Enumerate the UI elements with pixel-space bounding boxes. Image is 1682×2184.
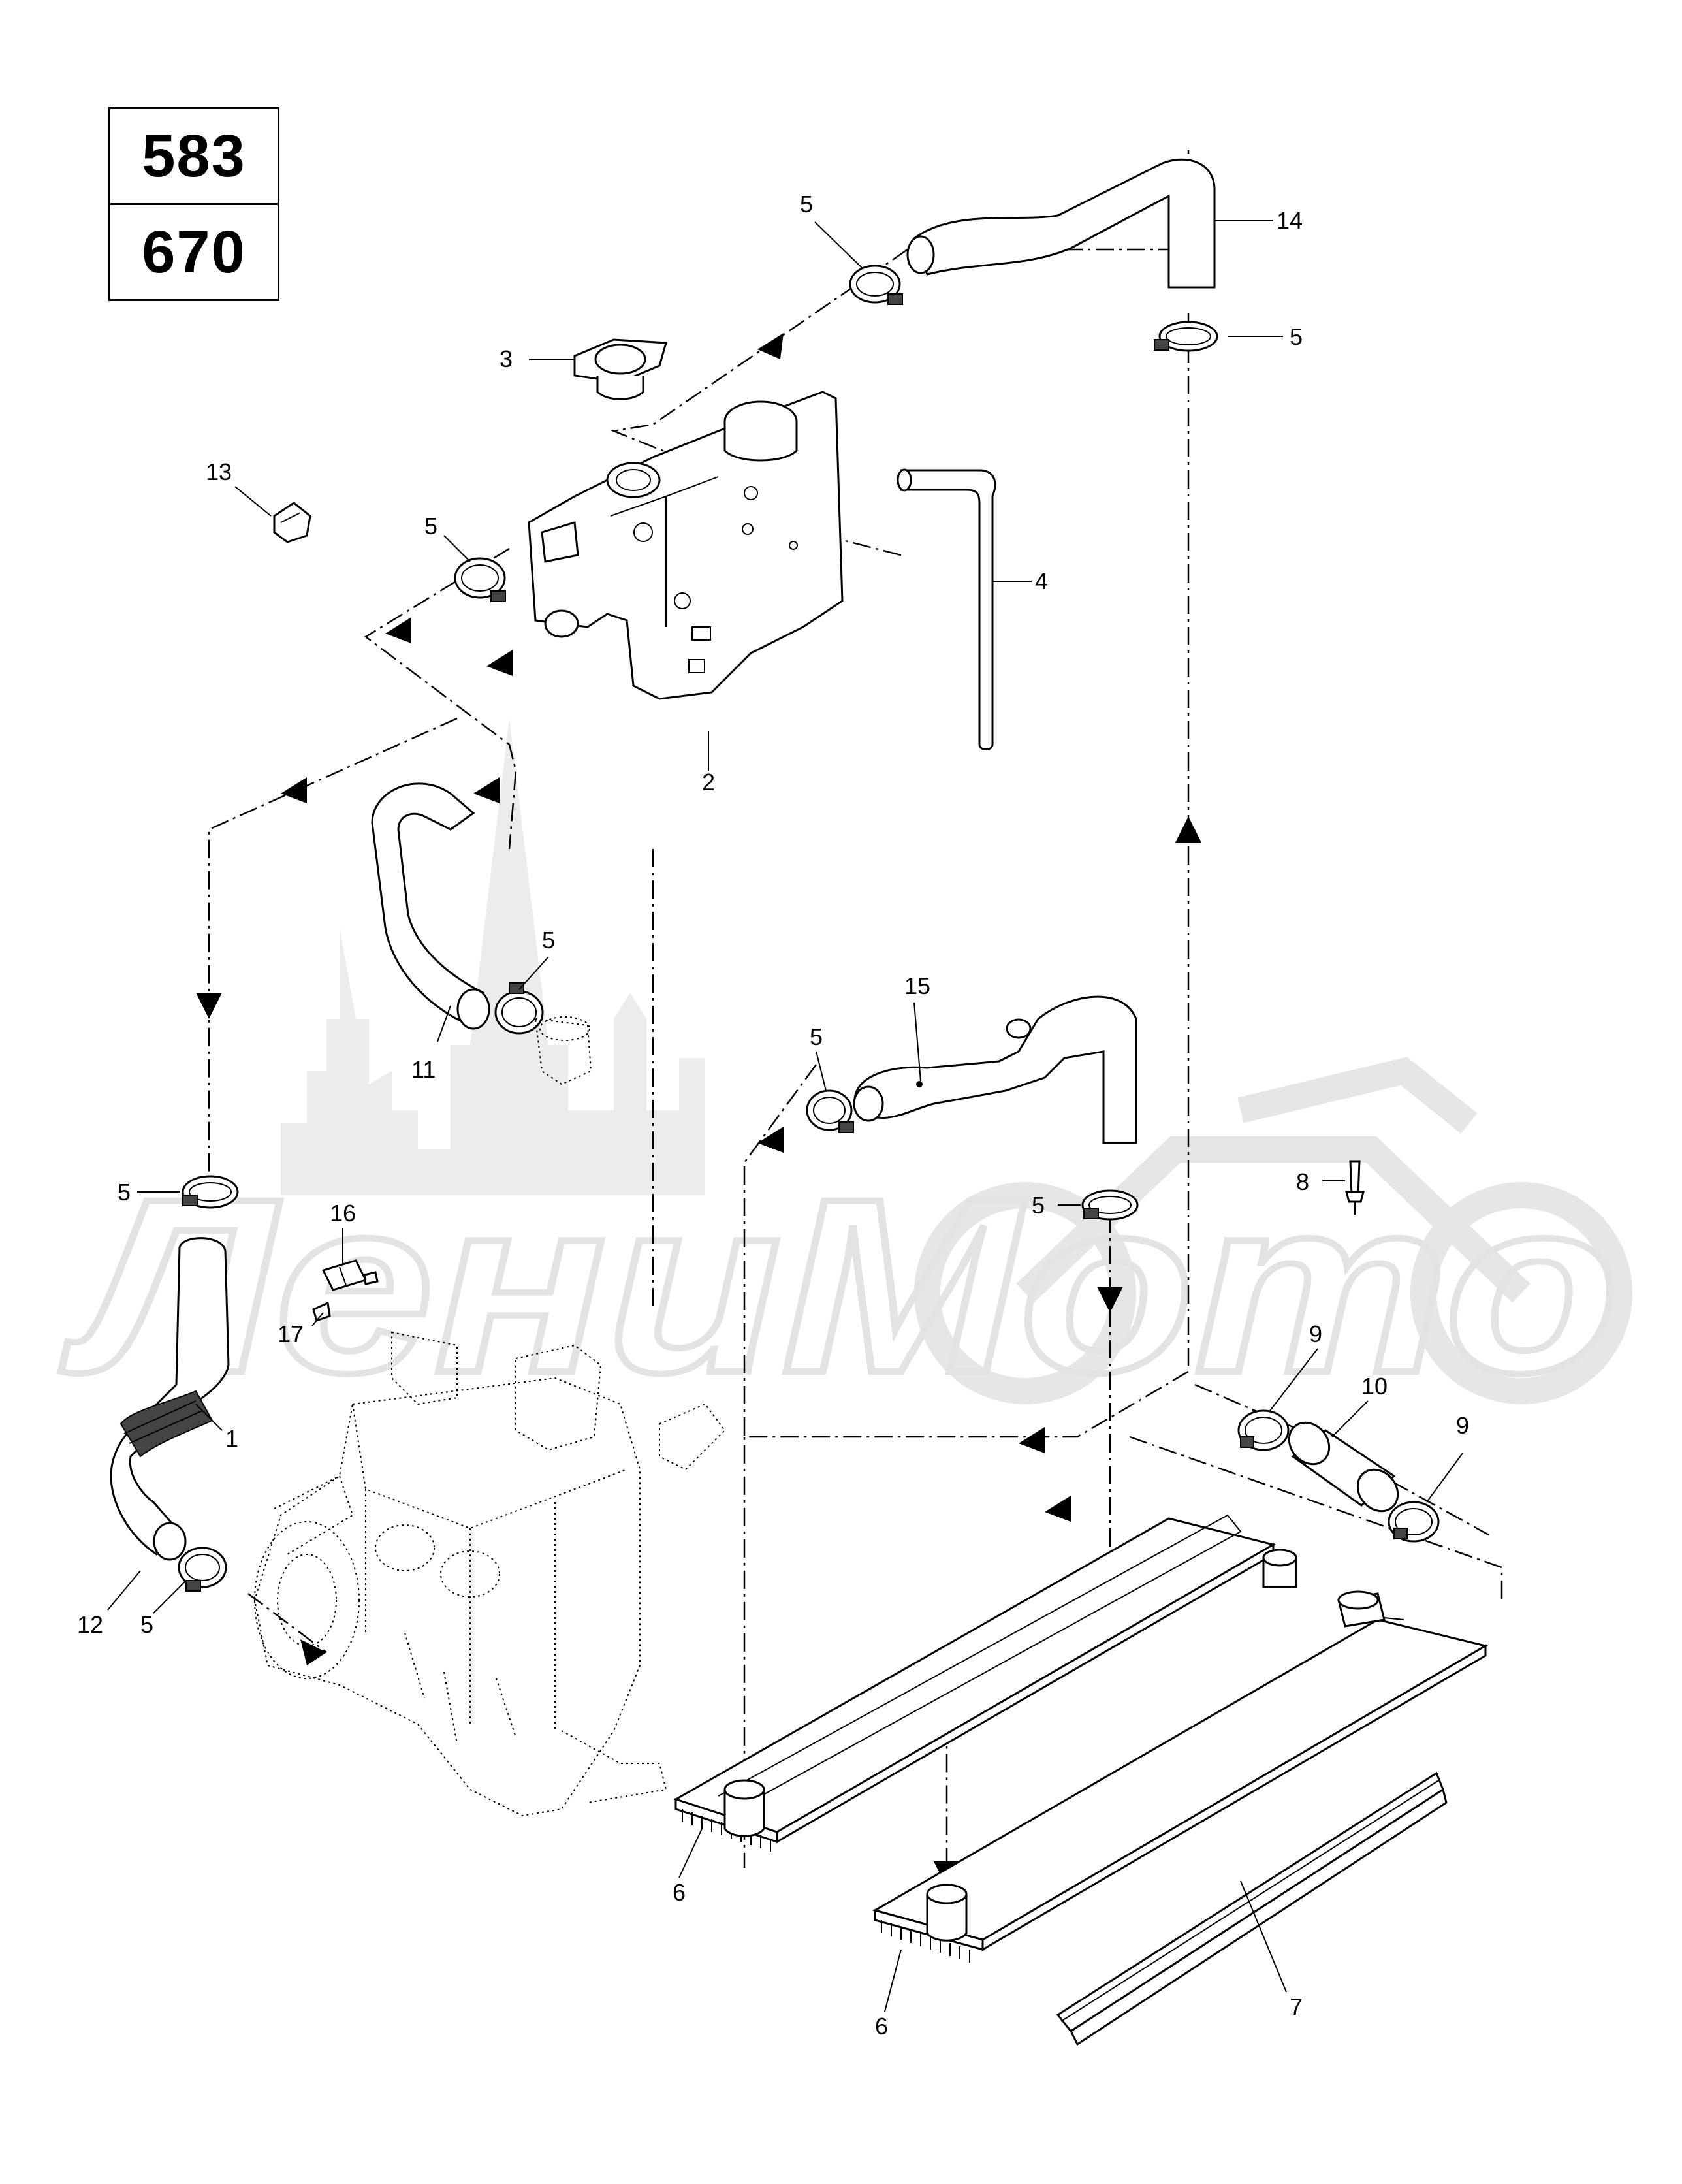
callout-6: 6 bbox=[673, 1879, 686, 1906]
radiator-seal-7 bbox=[1056, 1771, 1448, 2046]
callout-9: 9 bbox=[1309, 1321, 1322, 1347]
watermark-wheel-front bbox=[1410, 1182, 1632, 1404]
callout-15: 15 bbox=[904, 972, 930, 999]
model-number: 670 bbox=[142, 218, 246, 285]
connector-hose-10 bbox=[1288, 1421, 1399, 1513]
callout-9: 9 bbox=[1456, 1412, 1469, 1439]
flow-arrow bbox=[473, 777, 500, 803]
hose-14 bbox=[906, 158, 1216, 289]
callout-1: 1 bbox=[225, 1425, 238, 1452]
flow-arrow bbox=[1045, 1496, 1071, 1522]
flow-arrow bbox=[486, 650, 513, 676]
callout-14: 14 bbox=[1277, 207, 1303, 234]
hose-clamp-5-left bbox=[182, 1175, 239, 1209]
callout-3: 3 bbox=[500, 345, 513, 372]
hose-clamp-5-top bbox=[849, 265, 903, 305]
coolant-tank-2 bbox=[528, 391, 844, 700]
callout-12: 12 bbox=[77, 1611, 103, 1638]
callouts: 1 2 3 4 5 5 5 5 5 5 5 5 6 6 7 8 9 9 10 1… bbox=[77, 191, 1469, 2040]
sealing-ring-17 bbox=[312, 1301, 331, 1322]
engine-block bbox=[253, 1331, 726, 1817]
flow-arrow bbox=[757, 333, 784, 359]
callout-5: 5 bbox=[118, 1179, 131, 1206]
callout-5: 5 bbox=[542, 927, 555, 954]
callout-5: 5 bbox=[800, 191, 813, 217]
callout-10: 10 bbox=[1361, 1373, 1388, 1400]
callout-13: 13 bbox=[206, 458, 232, 485]
callout-2: 2 bbox=[702, 769, 715, 795]
watermark-castle bbox=[281, 718, 705, 1195]
watermark-wheel-rear bbox=[914, 1182, 1136, 1404]
hose-clamp-5-hose-11 bbox=[494, 982, 544, 1035]
callout-5: 5 bbox=[810, 1023, 823, 1050]
flow-arrows bbox=[196, 333, 1201, 1887]
callout-17: 17 bbox=[278, 1321, 304, 1347]
callout-5: 5 bbox=[1290, 323, 1303, 350]
callout-5: 5 bbox=[424, 513, 437, 539]
callout-11: 11 bbox=[411, 1056, 436, 1083]
callout-16: 16 bbox=[330, 1200, 356, 1227]
flow-arrow bbox=[385, 617, 411, 643]
push-rivet-8 bbox=[1345, 1160, 1365, 1215]
flow-arrow bbox=[196, 993, 222, 1019]
hose-clamp-9-right bbox=[1388, 1501, 1440, 1543]
flow-arrow bbox=[281, 777, 307, 803]
flow-arrow bbox=[1019, 1427, 1045, 1453]
coolant-flow-lines bbox=[208, 150, 1503, 1874]
leader-lines bbox=[107, 220, 1463, 2012]
callout-7: 7 bbox=[1290, 1993, 1303, 2020]
hose-clamp-5-tank bbox=[454, 557, 506, 602]
watermark: ЛениМото bbox=[57, 718, 1632, 1428]
radiator-6-upper bbox=[673, 1514, 1297, 1852]
flow-arrow bbox=[1175, 816, 1201, 843]
model-label-670: 670 bbox=[108, 203, 279, 301]
callout-4: 4 bbox=[1035, 568, 1048, 594]
watermark-motorbike bbox=[914, 1057, 1632, 1404]
model-label-583: 583 bbox=[108, 107, 279, 205]
callout-8: 8 bbox=[1296, 1168, 1309, 1195]
hose-clamp-9-left bbox=[1237, 1409, 1290, 1451]
hose-clamp-5-bottom-left bbox=[178, 1547, 227, 1592]
callout-5: 5 bbox=[1032, 1192, 1045, 1219]
flow-arrow bbox=[1097, 1287, 1123, 1313]
flow-arrow bbox=[300, 1639, 326, 1665]
bleeder-13 bbox=[273, 502, 311, 543]
temperature-sensor-16 bbox=[321, 1259, 379, 1291]
model-number: 583 bbox=[142, 122, 246, 189]
flow-arrow bbox=[757, 1127, 784, 1153]
callout-6: 6 bbox=[875, 2013, 888, 2040]
hose-clamp-5-hose-15 bbox=[806, 1089, 854, 1133]
hose-11 bbox=[371, 782, 490, 1030]
hose-15 bbox=[853, 995, 1137, 1144]
hose-clamp-5-top-right bbox=[1154, 321, 1218, 352]
thermostat-housing bbox=[534, 1016, 592, 1085]
radiator-6-lower bbox=[872, 1590, 1488, 1963]
hose-12 bbox=[110, 1237, 230, 1561]
overflow-hose-4 bbox=[897, 468, 996, 750]
watermark-frame bbox=[1016, 1057, 1531, 1303]
hose-clamp-5-right bbox=[1081, 1189, 1139, 1221]
radiator-cap-3 bbox=[573, 338, 667, 400]
callout-5: 5 bbox=[140, 1611, 153, 1638]
